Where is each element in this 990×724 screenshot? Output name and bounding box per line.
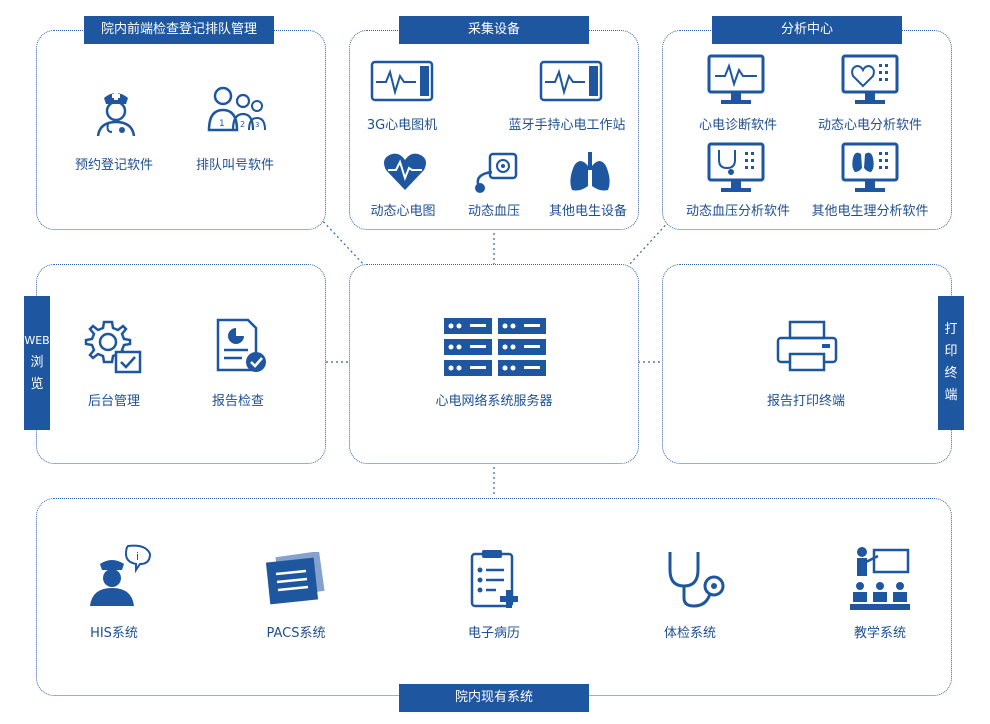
print-terminal-label: 报告打印终端 bbox=[766, 394, 846, 409]
holter-analysis-label: 动态心电分析软件 bbox=[817, 118, 923, 133]
server-label: 心电网络系统服务器 bbox=[435, 394, 553, 409]
collect-panel bbox=[349, 30, 639, 230]
ecg3g-label: 3G心电图机 bbox=[366, 118, 438, 133]
his-label: HIS系统 bbox=[90, 626, 138, 641]
svg-text:2: 2 bbox=[240, 120, 245, 129]
teaching-icon bbox=[850, 544, 912, 616]
report-check-label: 报告检查 bbox=[211, 394, 265, 409]
svg-text:1: 1 bbox=[219, 119, 225, 129]
monitor-heart-icon bbox=[841, 54, 899, 110]
print-title-line1: 打 bbox=[944, 322, 958, 337]
nurse-icon bbox=[92, 84, 140, 142]
gear-icon bbox=[84, 316, 142, 378]
emr-clipboard-icon bbox=[470, 548, 524, 614]
lungs-icon bbox=[568, 152, 612, 198]
existing-systems-panel bbox=[36, 498, 952, 696]
existing-systems-title: 院内现有系统 bbox=[399, 684, 589, 712]
report-check-icon bbox=[214, 318, 268, 378]
queue-icon: 1 2 3 bbox=[205, 84, 267, 138]
print-title-line2: 印 bbox=[944, 344, 958, 359]
bluetooth-ecg-icon bbox=[539, 60, 603, 106]
reg-software-label: 预约登记软件 bbox=[74, 158, 154, 173]
print-title: 打 印 终 端 bbox=[938, 296, 964, 430]
web-title-line1: WEB bbox=[24, 334, 50, 347]
pacs-label: PACS系统 bbox=[266, 626, 326, 641]
svg-text:i: i bbox=[136, 550, 139, 563]
holter-label: 动态心电图 bbox=[370, 204, 436, 219]
pacs-documents-icon bbox=[264, 551, 326, 610]
monitor-stethoscope-icon bbox=[707, 142, 765, 198]
other-analysis-label: 其他电生理分析软件 bbox=[811, 204, 929, 219]
stethoscope-icon bbox=[662, 548, 726, 614]
front-desk-panel bbox=[36, 30, 326, 230]
queue-software-label: 排队叫号软件 bbox=[195, 158, 275, 173]
heart-icon bbox=[382, 150, 428, 196]
backend-label: 后台管理 bbox=[87, 394, 141, 409]
web-title-line3: 览 bbox=[30, 377, 44, 392]
emr-label: 电子病历 bbox=[467, 626, 521, 641]
abpm-label: 动态血压 bbox=[467, 204, 521, 219]
his-doctor-icon: i bbox=[88, 544, 158, 612]
bt-workstation-label: 蓝牙手持心电工作站 bbox=[508, 118, 626, 133]
web-panel bbox=[36, 264, 326, 464]
server-icon bbox=[444, 318, 546, 380]
print-title-line3: 终 bbox=[944, 366, 958, 381]
ecg-machine-icon bbox=[370, 60, 434, 106]
bp-analysis-label: 动态血压分析软件 bbox=[685, 204, 791, 219]
server-panel bbox=[349, 264, 639, 464]
print-title-line4: 端 bbox=[944, 388, 958, 403]
teach-label: 教学系统 bbox=[853, 626, 907, 641]
exam-label: 体检系统 bbox=[663, 626, 717, 641]
front-desk-title: 院内前端检查登记排队管理 bbox=[84, 16, 274, 44]
svg-text:3: 3 bbox=[255, 121, 259, 129]
monitor-ecg-icon bbox=[707, 54, 765, 110]
analysis-title: 分析中心 bbox=[712, 16, 902, 44]
printer-icon bbox=[774, 320, 840, 376]
other-device-label: 其他电生设备 bbox=[548, 204, 628, 219]
collect-title: 采集设备 bbox=[399, 16, 589, 44]
monitor-lungs-icon bbox=[841, 142, 899, 198]
web-title-line2: 浏 bbox=[30, 355, 44, 370]
blood-pressure-icon bbox=[472, 152, 518, 198]
diag-software-label: 心电诊断软件 bbox=[698, 118, 778, 133]
web-title: WEB 浏 览 bbox=[24, 296, 50, 430]
